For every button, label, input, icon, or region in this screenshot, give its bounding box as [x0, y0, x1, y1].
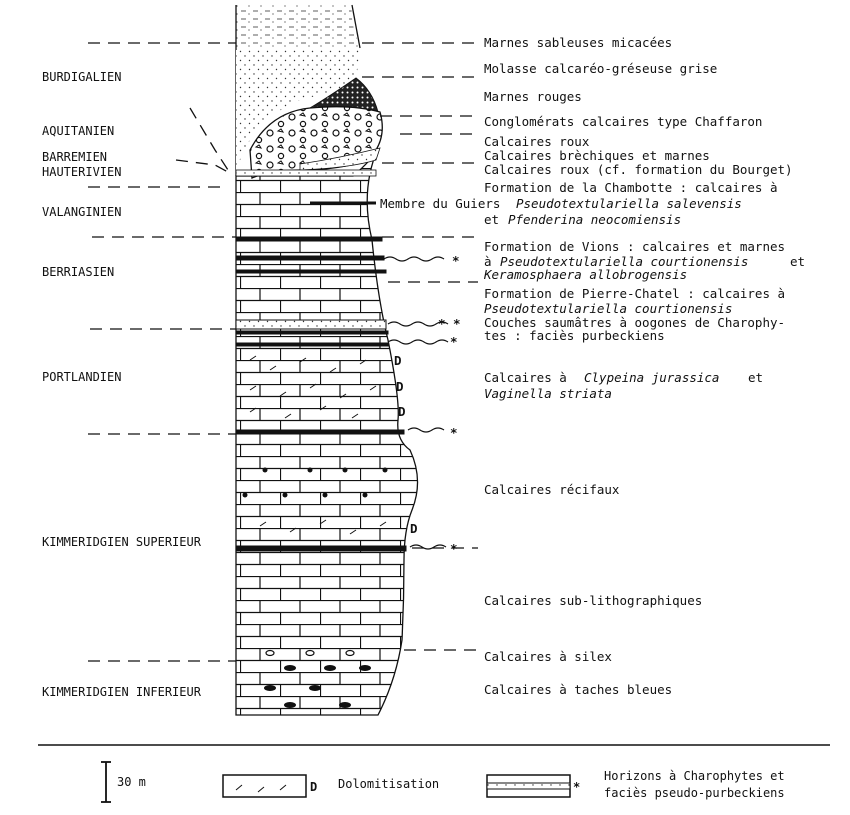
unit-calcaires-brechiques: Calcaires brèchiques et marnes: [484, 148, 710, 163]
silex-nodules: [265, 649, 355, 657]
stage-boundaries: [88, 42, 236, 662]
legend-dolomitisation-label: Dolomitisation: [338, 777, 440, 791]
stage-label-barremien: BARREMIEN: [42, 150, 108, 164]
dolomite-marker: D: [396, 379, 404, 394]
blue-spot-marks: [264, 665, 371, 708]
unit-saumatres-2: tes : faciès purbeckiens: [484, 328, 665, 343]
unit-molasse: Molasse calcaréo-gréseuse grise: [484, 61, 718, 76]
stage-label-hauterivien: HAUTERIVIEN: [42, 165, 122, 179]
charophyte-marker: *: [452, 253, 460, 268]
legend-scale-label: 30 m: [117, 775, 146, 789]
unit-taches: Calcaires à taches bleues: [484, 682, 673, 697]
unit-silex: Calcaires à silex: [484, 649, 612, 664]
charophyte-wavy-markers: [383, 256, 449, 550]
legend-dolomite-mark: D: [310, 780, 318, 794]
dolomite-marker: D: [410, 521, 418, 536]
sandy-marl-layer: [236, 5, 360, 50]
unit-saumatres-1: Couches saumâtres à oogones de Charophy-: [484, 315, 786, 330]
stage-label-portlandien: PORTLANDIEN: [42, 370, 122, 384]
unit-vions: Formation de Vions : calcaires et marnes: [484, 239, 786, 254]
unit-clypeina: Calcaires à: [484, 370, 567, 385]
charophyte-marker: *: [450, 425, 458, 440]
stage-label-kimmeridgien-inferieur: KIMMERIDGIEN INFERIEUR: [42, 685, 201, 699]
unit-vions-species-1: Pseudotextulariella courtionensis: [500, 254, 749, 269]
dolomite-marker: D: [394, 353, 402, 368]
unit-pierre-chatel: Formation de Pierre-Chatel : calcaires à: [484, 286, 786, 301]
unit-clypeina-species-1: Clypeina jurassica: [584, 370, 720, 385]
charophyte-bands: [235, 236, 407, 552]
legend-charophyte-mark: *: [573, 780, 581, 794]
stage-label-valanginien: VALANGINIEN: [42, 205, 122, 219]
unit-vions-et: et: [790, 254, 806, 269]
unit-boundaries: [362, 42, 478, 651]
unit-vions-a: à: [484, 254, 492, 269]
unit-chambotte-et: et: [484, 212, 500, 227]
unit-vions-species-2: Keramosphaera allobrogensis: [484, 267, 688, 282]
charophyte-marker: *: [450, 334, 458, 349]
legend-charophytes-label-1: Horizons à Charophytes et: [604, 769, 785, 783]
unit-sublitho: Calcaires sub-lithographiques: [484, 593, 703, 608]
unit-marnes-sableuses: Marnes sableuses micacées: [484, 35, 673, 50]
unit-calcaires-roux-bourget: Calcaires roux (cf. formation du Bourget…: [484, 162, 793, 177]
unit-marnes-rouges: Marnes rouges: [484, 89, 582, 104]
scale-bar: [101, 761, 111, 803]
reef-marks: [242, 467, 388, 498]
stage-label-aquitanien: AQUITANIEN: [42, 124, 115, 138]
charophyte-marker-double: * *: [438, 316, 461, 331]
unit-recifaux: Calcaires récifaux: [484, 482, 620, 497]
unit-chambotte-species-2: Pfenderina neocomiensis: [508, 212, 682, 227]
unit-clypeina-species-2: Vaginella striata: [484, 386, 612, 401]
unit-chambotte-species-1: Pseudotextulariella salevensis: [516, 196, 742, 211]
dolomitisation-swatch: [222, 774, 307, 798]
unit-pierre-chatel-species: Pseudotextulariella courtionensis: [484, 301, 733, 316]
basal-limestone-bed: [235, 169, 377, 177]
legend-charophytes-label-2: faciès pseudo-purbeckiens: [604, 786, 785, 800]
unit-chambotte: Formation de la Chambotte : calcaires à: [484, 180, 778, 195]
dolomite-zones: [249, 355, 387, 535]
unit-guiers: Membre du Guiers: [380, 196, 501, 211]
breccia-bed: [299, 147, 381, 171]
molasse-layer: [236, 50, 360, 176]
stage-label-berriasien: BERRIASIEN: [42, 265, 115, 279]
unit-clypeina-et: et: [748, 370, 764, 385]
dolomite-marker: D: [398, 404, 406, 419]
stage-label-kimmeridgien-superieur: KIMMERIDGIEN SUPERIEUR: [42, 535, 201, 549]
charophyte-marker: *: [450, 541, 458, 556]
unit-calcaires-roux: Calcaires roux: [484, 134, 590, 149]
unit-conglomerats: Conglomérats calcaires type Chaffaron: [484, 114, 763, 129]
stage-label-burdigalien: BURDIGALIEN: [42, 70, 122, 84]
